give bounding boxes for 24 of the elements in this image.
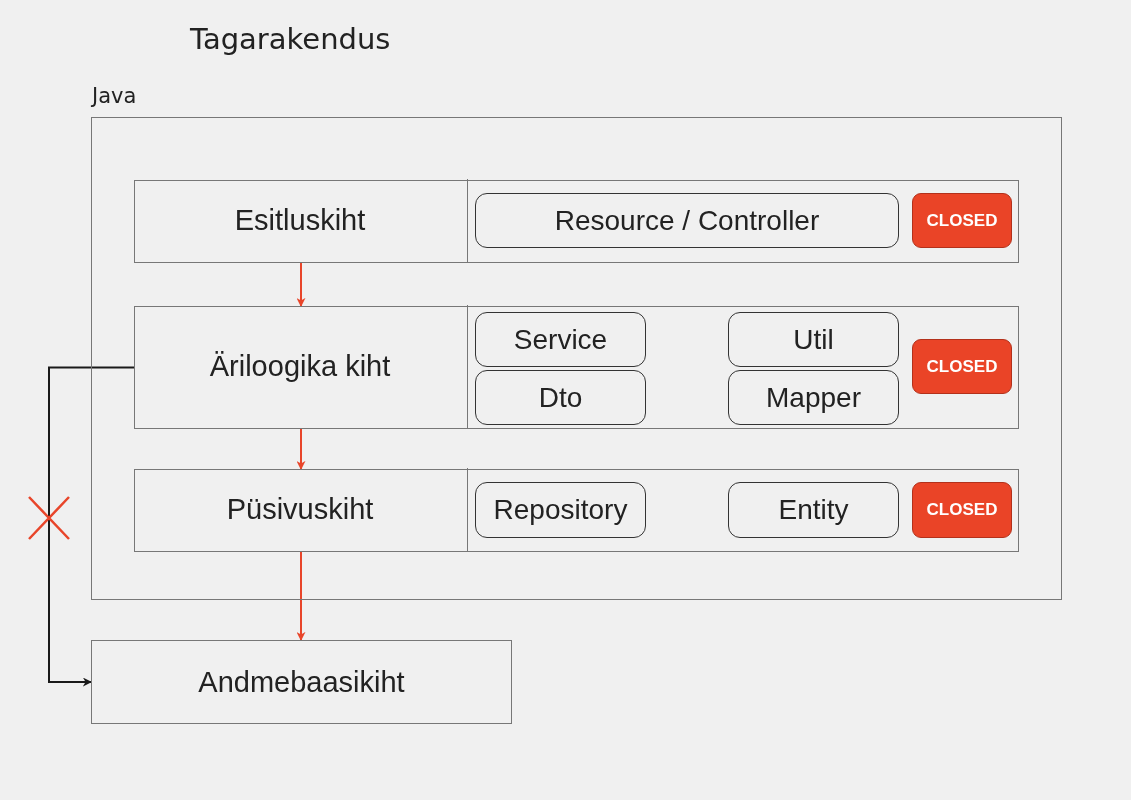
arrow: [296, 428, 306, 470]
closed-badge: CLOSED: [912, 193, 1012, 248]
frame-heading: Java: [92, 84, 137, 108]
arrow: [296, 262, 306, 307]
arrow: [48, 366, 135, 687]
database-layer-box: [91, 640, 512, 724]
component-pill: Entity: [728, 482, 899, 538]
layer-row: [133, 305, 1019, 429]
component-pill: Service: [475, 312, 646, 367]
component-pill: Resource / Controller: [475, 193, 899, 248]
arrow: [296, 551, 306, 641]
component-pill: Util: [728, 312, 899, 367]
layer-label: Andmebaasikiht: [198, 665, 405, 699]
closed-badge: CLOSED: [912, 482, 1012, 538]
layer-row: [133, 468, 1019, 552]
layer-label: Äriloogika kiht: [209, 350, 391, 383]
component-pill: Repository: [475, 482, 646, 538]
layer-label: Püsivuskiht: [226, 493, 374, 526]
component-pill: Mapper: [728, 370, 899, 425]
layer-label: Esitluskiht: [234, 204, 366, 237]
layer-row: [133, 179, 1019, 263]
diagram-title: Tagarakendus: [190, 22, 391, 56]
component-pill: Dto: [475, 370, 646, 425]
closed-badge: CLOSED: [912, 339, 1012, 394]
